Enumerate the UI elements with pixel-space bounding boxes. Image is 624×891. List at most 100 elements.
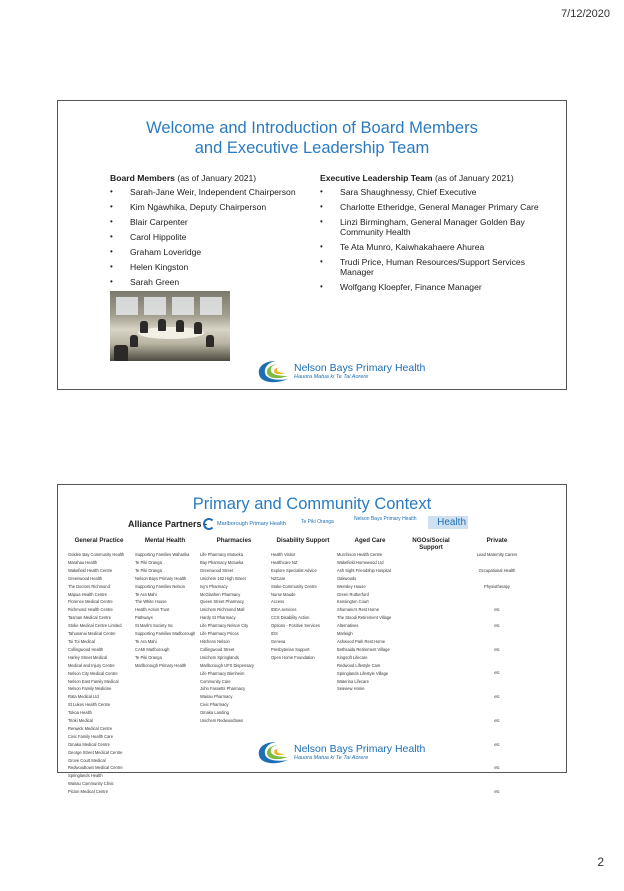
health-logo: Health [428,516,468,529]
service-item: Unichem Redwoodtown [200,718,244,724]
service-item: Bay Pharmacy Motueka [200,559,244,565]
service-item: Hitchens Nelson [200,638,230,644]
service-item: Ashwood Park Rest Home [337,638,386,644]
executive-team: Executive Leadership Team (as of January… [320,173,540,297]
service-item: McGlashen Pharmacy [200,591,241,597]
column-heading: Mental Health [144,537,186,544]
service-item: IDEA services [271,607,297,613]
service-item: Lead Maternity Carers [476,552,518,557]
service-item: Omaka Landing [200,710,229,716]
member-item: Te Ata Munro, Kaiwhakahaere Ahurea [320,242,540,252]
service-item: Civic Pharmacy [200,702,229,708]
swoosh-icon [258,742,288,764]
nbph-logo: Nelson Bays Primary Health Hauora Matua … [254,740,425,766]
service-item: Richmond Health Centre [68,607,113,613]
service-item: Wairau Community Clinic [68,781,114,787]
board-heading: Board Members (as of January 2021) [110,173,257,183]
service-item: Tokoa Health [68,710,92,716]
service-item: Explore Specialist Advice [271,567,317,573]
service-item [462,638,532,646]
nbph-logo: Nelson Bays Primary Health Hauora Matua … [254,359,425,385]
exec-list: Sara Shaughnessy, Chief ExecutiveCharlot… [320,187,540,292]
service-item: Toi Toi Medical [68,638,95,644]
service-item: Green Rutherford [337,591,369,597]
marlborough-logo: Marlborough Primary Health [203,518,286,530]
service-item: Unichem Richmond Mall [200,607,245,613]
service-item: Redwoodtown Medical Centre [68,765,123,771]
column-heading: General Practice [74,537,124,544]
member-item: Trudi Price, Human Resources/Support Ser… [320,257,540,277]
service-item [462,733,532,741]
service-item: Springlands Lifestyle Village [337,670,389,676]
service-item: Unichem 162 High Street [200,575,246,581]
slide-title: Primary and Community Context [192,495,432,513]
service-item: Life Pharmacy Nelson City [200,623,249,629]
member-item: Kim Ngawhika, Deputy Chairperson [110,202,300,212]
service-item: Wensley House [337,583,366,589]
service-item: Nelson City Medical Centre [68,670,118,676]
member-item: Graham Loveridge [110,247,300,257]
service-item [462,654,532,662]
service-item: Healthcare NZ [271,559,298,565]
service-item: Redwood Lifestyle Care [337,662,381,668]
service-item [462,598,532,606]
service-item: CAMI Marlborough [135,646,170,652]
service-item [462,748,532,756]
service-item: Life Pharmacy Motueka [200,552,244,557]
service-item: Nelson Bays Primary Health [135,575,187,581]
service-item: Open Home Foundation [271,654,315,660]
service-item: Kingsoft Lifecare [337,654,368,660]
service-item: Harley Street Medical [68,654,108,660]
service-item: Bethsaida Retirement Village [337,646,390,652]
service-item: Shumanu's Rest Home [337,607,379,613]
service-item: Tasman Medical Centre [68,615,112,621]
service-item: Greenwood Street [200,567,234,573]
service-item: NZCare [271,575,286,581]
service-item: Access [271,599,285,605]
service-item: Nelson East Family Medical [68,678,119,684]
slide-welcome: Welcome and Introduction of Board Member… [57,100,567,390]
service-item: St Mark's Society Inc [135,623,174,629]
service-item: Hardy St Pharmacy [200,615,236,621]
service-item: Ash Sight Friendship Hospital [337,567,391,573]
service-item: Geneva [271,638,286,644]
service-item: Medical and Injury Centre [68,662,115,668]
marlborough-swoosh-icon [203,518,215,530]
service-item: etc [494,788,500,794]
service-item: Supporting Families Waharika [135,552,190,557]
service-item: Wairau Pharmacy [200,694,233,700]
column-heading: NGOs/Social Support [412,537,450,551]
service-item: The Stoodi Retirement Village [337,615,392,621]
service-item: Te Piki Oranga [135,654,162,660]
member-item: Carol Hippolite [110,232,300,242]
service-item: Mapua Health Centre [68,591,107,597]
slide-title: Welcome and Introduction of Board Member… [146,119,478,157]
service-item: Te Ara Mahi [135,638,157,644]
member-item: Helen Kingston [110,262,300,272]
service-item: Te Piki Oranga [135,567,162,573]
service-item: Te Ara Mahi [135,591,157,597]
service-item: The White House [135,599,167,605]
slide-context: Primary and Community Context Alliance P… [57,484,567,794]
service-item [462,709,532,717]
service-item [462,591,532,599]
column-heading: Aged Care [354,537,386,544]
service-item: Seaview Home [337,686,365,692]
service-item: Life Pharmacy Blenheim [200,670,245,676]
member-item: Linzi Birmingham, General Manager Golden… [320,217,540,237]
service-item: etc [494,741,500,747]
column-heading: Pharmacies [216,537,252,544]
service-item: etc [494,670,500,676]
service-item: etc [494,765,500,771]
service-item [462,685,532,693]
service-item [462,630,532,638]
service-item: Unichem Springlands [200,654,239,660]
service-item [462,780,532,788]
service-item [462,575,532,583]
service-item: Tahunanui Medical Centre [68,631,116,637]
member-item: Charlotte Etheridge, General Manager Pri… [320,202,540,212]
